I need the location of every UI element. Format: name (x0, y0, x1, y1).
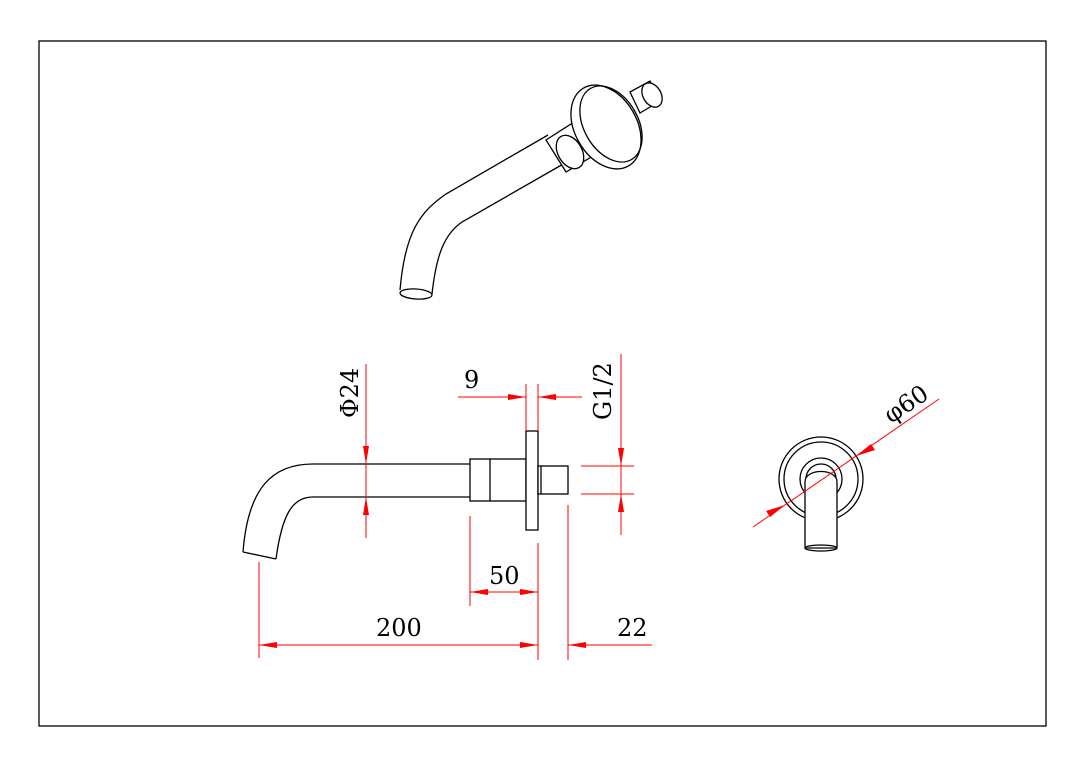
front-view (778, 436, 864, 552)
side-body (469, 458, 527, 502)
side-spout-bottom (275, 496, 470, 560)
side-thread-stub (537, 465, 569, 495)
side-view (242, 430, 569, 560)
side-spout-top (242, 463, 470, 553)
iso-spout-outlet (399, 288, 433, 300)
dimension-lines (258, 354, 940, 660)
dim-flange-thickness: 9 (464, 366, 479, 394)
drawing-frame (38, 40, 1047, 727)
side-flange (525, 430, 539, 531)
side-spout-outlet (242, 551, 277, 560)
dim-pipe-diameter: Φ24 (336, 368, 364, 418)
front-spout (804, 470, 838, 549)
dim-body-length: 50 (489, 562, 520, 590)
dim-spout-reach: 200 (376, 614, 422, 642)
isometric-view (399, 80, 663, 300)
dim-thread: G1/2 (589, 362, 617, 420)
iso-body-ring (555, 134, 585, 170)
iso-thread-end (641, 82, 663, 108)
front-spout-outlet (804, 544, 838, 552)
iso-flange-face (579, 85, 643, 163)
iso-flange (570, 84, 642, 170)
iso-spout-lower-edge (431, 162, 566, 295)
iso-spout-upper-edge (399, 134, 549, 291)
dim-thread-length: 22 (617, 614, 648, 642)
